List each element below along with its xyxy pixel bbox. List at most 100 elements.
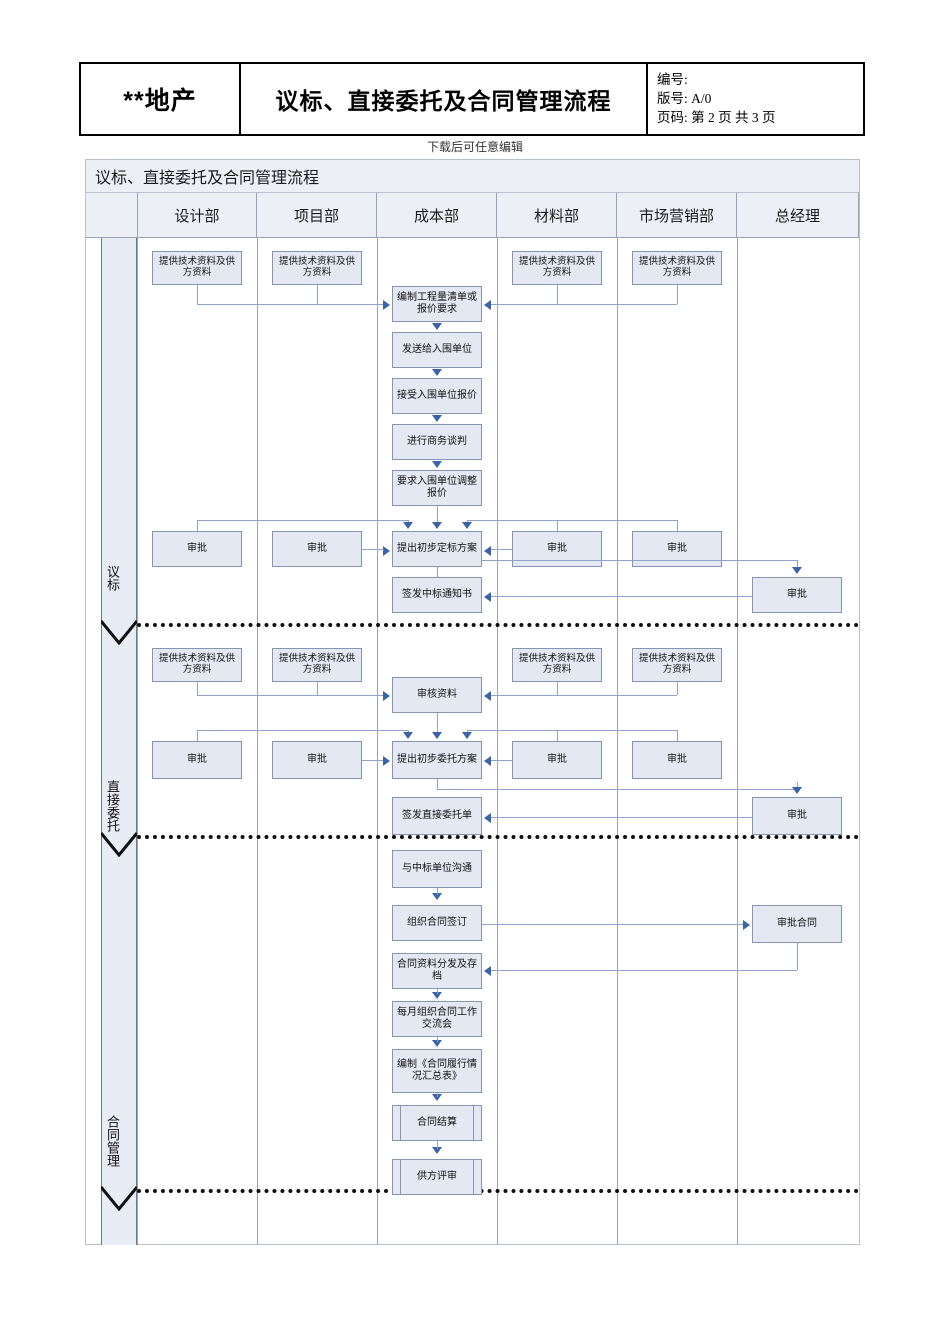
conn-p3-c (437, 1037, 438, 1042)
node-p1-gm-approve[interactable]: 审批 (752, 577, 842, 613)
arrow-p2-into-gm (792, 787, 802, 794)
document-title-cell: 议标、直接委托及合同管理流程 (241, 64, 648, 134)
phase-divider-1 (137, 623, 859, 627)
node-p3-cost-7[interactable]: 供方评审 (392, 1159, 482, 1195)
node-p2-project-provide[interactable]: 提供技术资料及供方资料 (272, 648, 362, 682)
conn-p2-q (437, 779, 438, 789)
node-p2-cost-3[interactable]: 签发直接委托单 (392, 797, 482, 835)
arrow-p2-material-to-c2 (484, 756, 491, 766)
arrow-p3-c6-c7 (432, 1147, 442, 1154)
arrow-p3-gm-to-c3 (484, 966, 491, 976)
node-p1-cost-2[interactable]: 发送给入围单位 (392, 332, 482, 368)
lane-header-cost: 成本部 (377, 193, 497, 238)
node-p2-gm-approve[interactable]: 审批 (752, 797, 842, 835)
conn-p1-o (491, 549, 512, 550)
node-p1-project-provide[interactable]: 提供技术资料及供方资料 (272, 251, 362, 285)
node-p1-market-provide[interactable]: 提供技术资料及供方资料 (632, 251, 722, 285)
conn-p1-h (197, 520, 408, 521)
node-p2-market-provide[interactable]: 提供技术资料及供方资料 (632, 648, 722, 682)
node-p1-design-approve[interactable]: 审批 (152, 531, 242, 567)
conn-p2-b (197, 695, 383, 696)
arrow-p2-market-to-c2 (462, 732, 472, 739)
node-p3-gm-1[interactable]: 审批合同 (752, 905, 842, 943)
node-p1-cost-3[interactable]: 接受入围单位报价 (392, 378, 482, 414)
phase-label-direct: 直接委托 (105, 780, 120, 832)
node-p2-material-approve[interactable]: 审批 (512, 741, 602, 779)
node-p2-material-provide[interactable]: 提供技术资料及供方资料 (512, 648, 602, 682)
node-p3-cost-5[interactable]: 编制《合同履行情况汇总表》 (392, 1049, 482, 1093)
node-p3-cost-2[interactable]: 组织合同签订 (392, 905, 482, 941)
lane-separator-4 (617, 238, 618, 1245)
node-p3-cost-4[interactable]: 每月组织合同工作交流会 (392, 1001, 482, 1037)
watermark-text: 下载后可任意编辑 (426, 140, 523, 154)
node-p1-cost-6[interactable]: 提出初步定标方案 (392, 531, 482, 567)
node-p1-material-approve[interactable]: 审批 (512, 531, 602, 567)
conn-p1-g (197, 520, 198, 531)
arrow-p1-c5-c6 (432, 522, 442, 529)
phase-label-contract: 合同管理 (105, 1115, 120, 1167)
conn-p2-h (197, 730, 198, 741)
conn-p3-b (437, 989, 438, 994)
node-p3-cost-3[interactable]: 合同资料分发及存档 (392, 953, 482, 989)
node-p1-cost-5[interactable]: 要求入围单位调整报价 (392, 470, 482, 506)
node-p2-market-approve[interactable]: 审批 (632, 741, 722, 779)
conn-p2-f (677, 682, 678, 695)
conn-p1-m (677, 520, 678, 531)
arrow-p3-c5-c6 (432, 1094, 442, 1101)
phase-arrow-column (101, 238, 137, 1245)
phase-chevron-1-icon (101, 619, 137, 645)
node-p3-cost-6[interactable]: 合同结算 (392, 1105, 482, 1141)
node-p2-cost-1[interactable]: 审核资料 (392, 677, 482, 713)
node-p2-cost-2[interactable]: 提出初步委托方案 (392, 741, 482, 779)
conn-p2-l (557, 730, 558, 741)
node-p1-cost-1[interactable]: 编制工程量清单或报价要求 (392, 286, 482, 322)
conn-p2-s (797, 782, 798, 791)
node-p3-cost-1[interactable]: 与中标单位沟通 (392, 850, 482, 888)
document-header-table: **地产 议标、直接委托及合同管理流程 编号: 版号: A/0 页码: 第 2 … (79, 62, 865, 136)
arrow-p3-c1-c2 (432, 893, 442, 900)
lane-header-gm: 总经理 (737, 193, 859, 238)
lane-separator-2 (377, 238, 378, 1245)
node-p1-cost-7[interactable]: 签发中标通知书 (392, 577, 482, 613)
conn-p2-d (557, 682, 558, 695)
conn-p2-c (317, 682, 318, 695)
arrow-p1-material-to-c6 (484, 546, 491, 556)
arrow-p3-c4-c5 (432, 1040, 442, 1047)
conn-p1-c5-c6 (437, 506, 438, 524)
node-p2-project-approve[interactable]: 审批 (272, 741, 362, 779)
arrow-p1-c4-c5 (432, 461, 442, 468)
node-p1-project-approve[interactable]: 审批 (272, 531, 362, 567)
arrow-p2-into-c1-right (484, 691, 491, 701)
conn-p1-e (491, 304, 677, 305)
conn-p3-a (437, 888, 438, 895)
lane-separator-3 (497, 238, 498, 1245)
node-p2-design-provide[interactable]: 提供技术资料及供方资料 (152, 648, 242, 682)
node-p1-material-provide[interactable]: 提供技术资料及供方资料 (512, 251, 602, 285)
doc-version-label: 版号: A/0 (657, 91, 712, 107)
conn-p3-h (491, 970, 797, 971)
conn-p2-i (197, 730, 408, 731)
arrow-p2-into-c1-left (383, 691, 390, 701)
phase-chevron-2-icon (101, 831, 137, 857)
lane-separator-5 (737, 238, 738, 1245)
conn-p3-f (482, 924, 743, 925)
conn-p1-a (197, 285, 198, 304)
conn-p2-t (491, 817, 752, 818)
document-meta-cell: 编号: 版号: A/0 页码: 第 2 页 共 3 页 (648, 64, 863, 134)
arrow-p1-project-to-c6 (383, 546, 390, 556)
flowchart-banner-title: 议标、直接委托及合同管理流程 (86, 160, 859, 193)
node-p2-design-approve[interactable]: 审批 (152, 741, 242, 779)
node-p1-design-provide[interactable]: 提供技术资料及供方资料 (152, 251, 242, 285)
arrow-p1-into-cost1-left (383, 300, 390, 310)
lane-header-material: 材料部 (497, 193, 617, 238)
node-p1-cost-4[interactable]: 进行商务谈判 (392, 424, 482, 460)
phase-label-bidding: 议标 (105, 565, 120, 591)
conn-p1-l (467, 520, 677, 521)
doc-number-label: 编号: (657, 72, 688, 87)
conn-p1-b (197, 304, 383, 305)
lane-header-design: 设计部 (137, 193, 257, 238)
node-p1-market-approve[interactable]: 审批 (632, 531, 722, 567)
arrow-p2-gm-to-c3 (484, 813, 491, 823)
arrow-p3-c3-c4 (432, 992, 442, 999)
conn-p2-r (437, 789, 797, 790)
